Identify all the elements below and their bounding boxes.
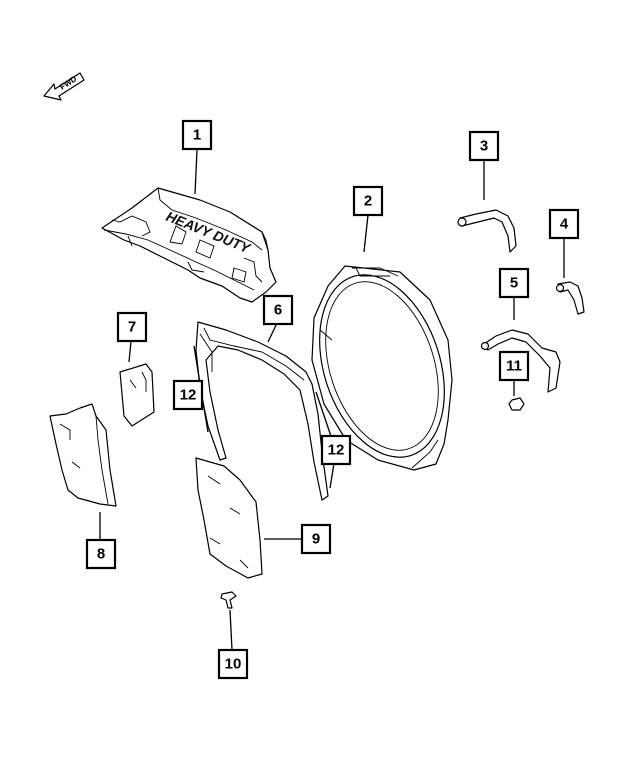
fan-shroud-part (311, 265, 453, 471)
callout-5-label: 5 (510, 275, 518, 292)
callout-11: 11 (498, 350, 530, 382)
push-pin-part-10 (220, 591, 237, 609)
callout-12a: 12 (172, 379, 204, 411)
shroud-frame-part (195, 321, 329, 501)
callout-2: 2 (352, 185, 384, 217)
hose-part-4 (555, 281, 585, 315)
callout-10-label: 10 (225, 656, 242, 673)
callout-2-label: 2 (364, 193, 372, 210)
callout-12b-label: 12 (328, 442, 345, 459)
hose-part-5 (480, 329, 561, 393)
callout-4: 4 (548, 208, 580, 240)
panel-part-7 (119, 363, 155, 427)
side-panel-part-8 (49, 403, 117, 507)
callout-6: 6 (262, 294, 294, 326)
callout-8-label: 8 (97, 546, 105, 563)
callout-1-label: 1 (193, 127, 201, 144)
callout-9-label: 9 (312, 531, 320, 548)
callout-12b: 12 (320, 434, 352, 466)
callout-3: 3 (468, 130, 500, 162)
seal-panel-part-9 (195, 457, 263, 579)
callout-12a-label: 12 (180, 387, 197, 404)
nut-part-11 (508, 397, 525, 411)
callout-8: 8 (85, 538, 117, 570)
callout-10: 10 (217, 648, 249, 680)
callout-5: 5 (498, 267, 530, 299)
upper-deflector-part: HEAVY DUTY (101, 187, 277, 303)
callout-4-label: 4 (560, 216, 569, 233)
bracket-part-3 (457, 209, 517, 253)
callout-9: 9 (300, 523, 332, 555)
callout-3-label: 3 (480, 138, 488, 155)
fwd-arrow-icon: FWD (43, 72, 85, 101)
callout-7-label: 7 (128, 319, 136, 336)
callout-11-label: 11 (506, 358, 522, 375)
callout-6-label: 6 (274, 302, 282, 319)
callout-7: 7 (116, 311, 148, 343)
callout-1: 1 (181, 119, 213, 151)
